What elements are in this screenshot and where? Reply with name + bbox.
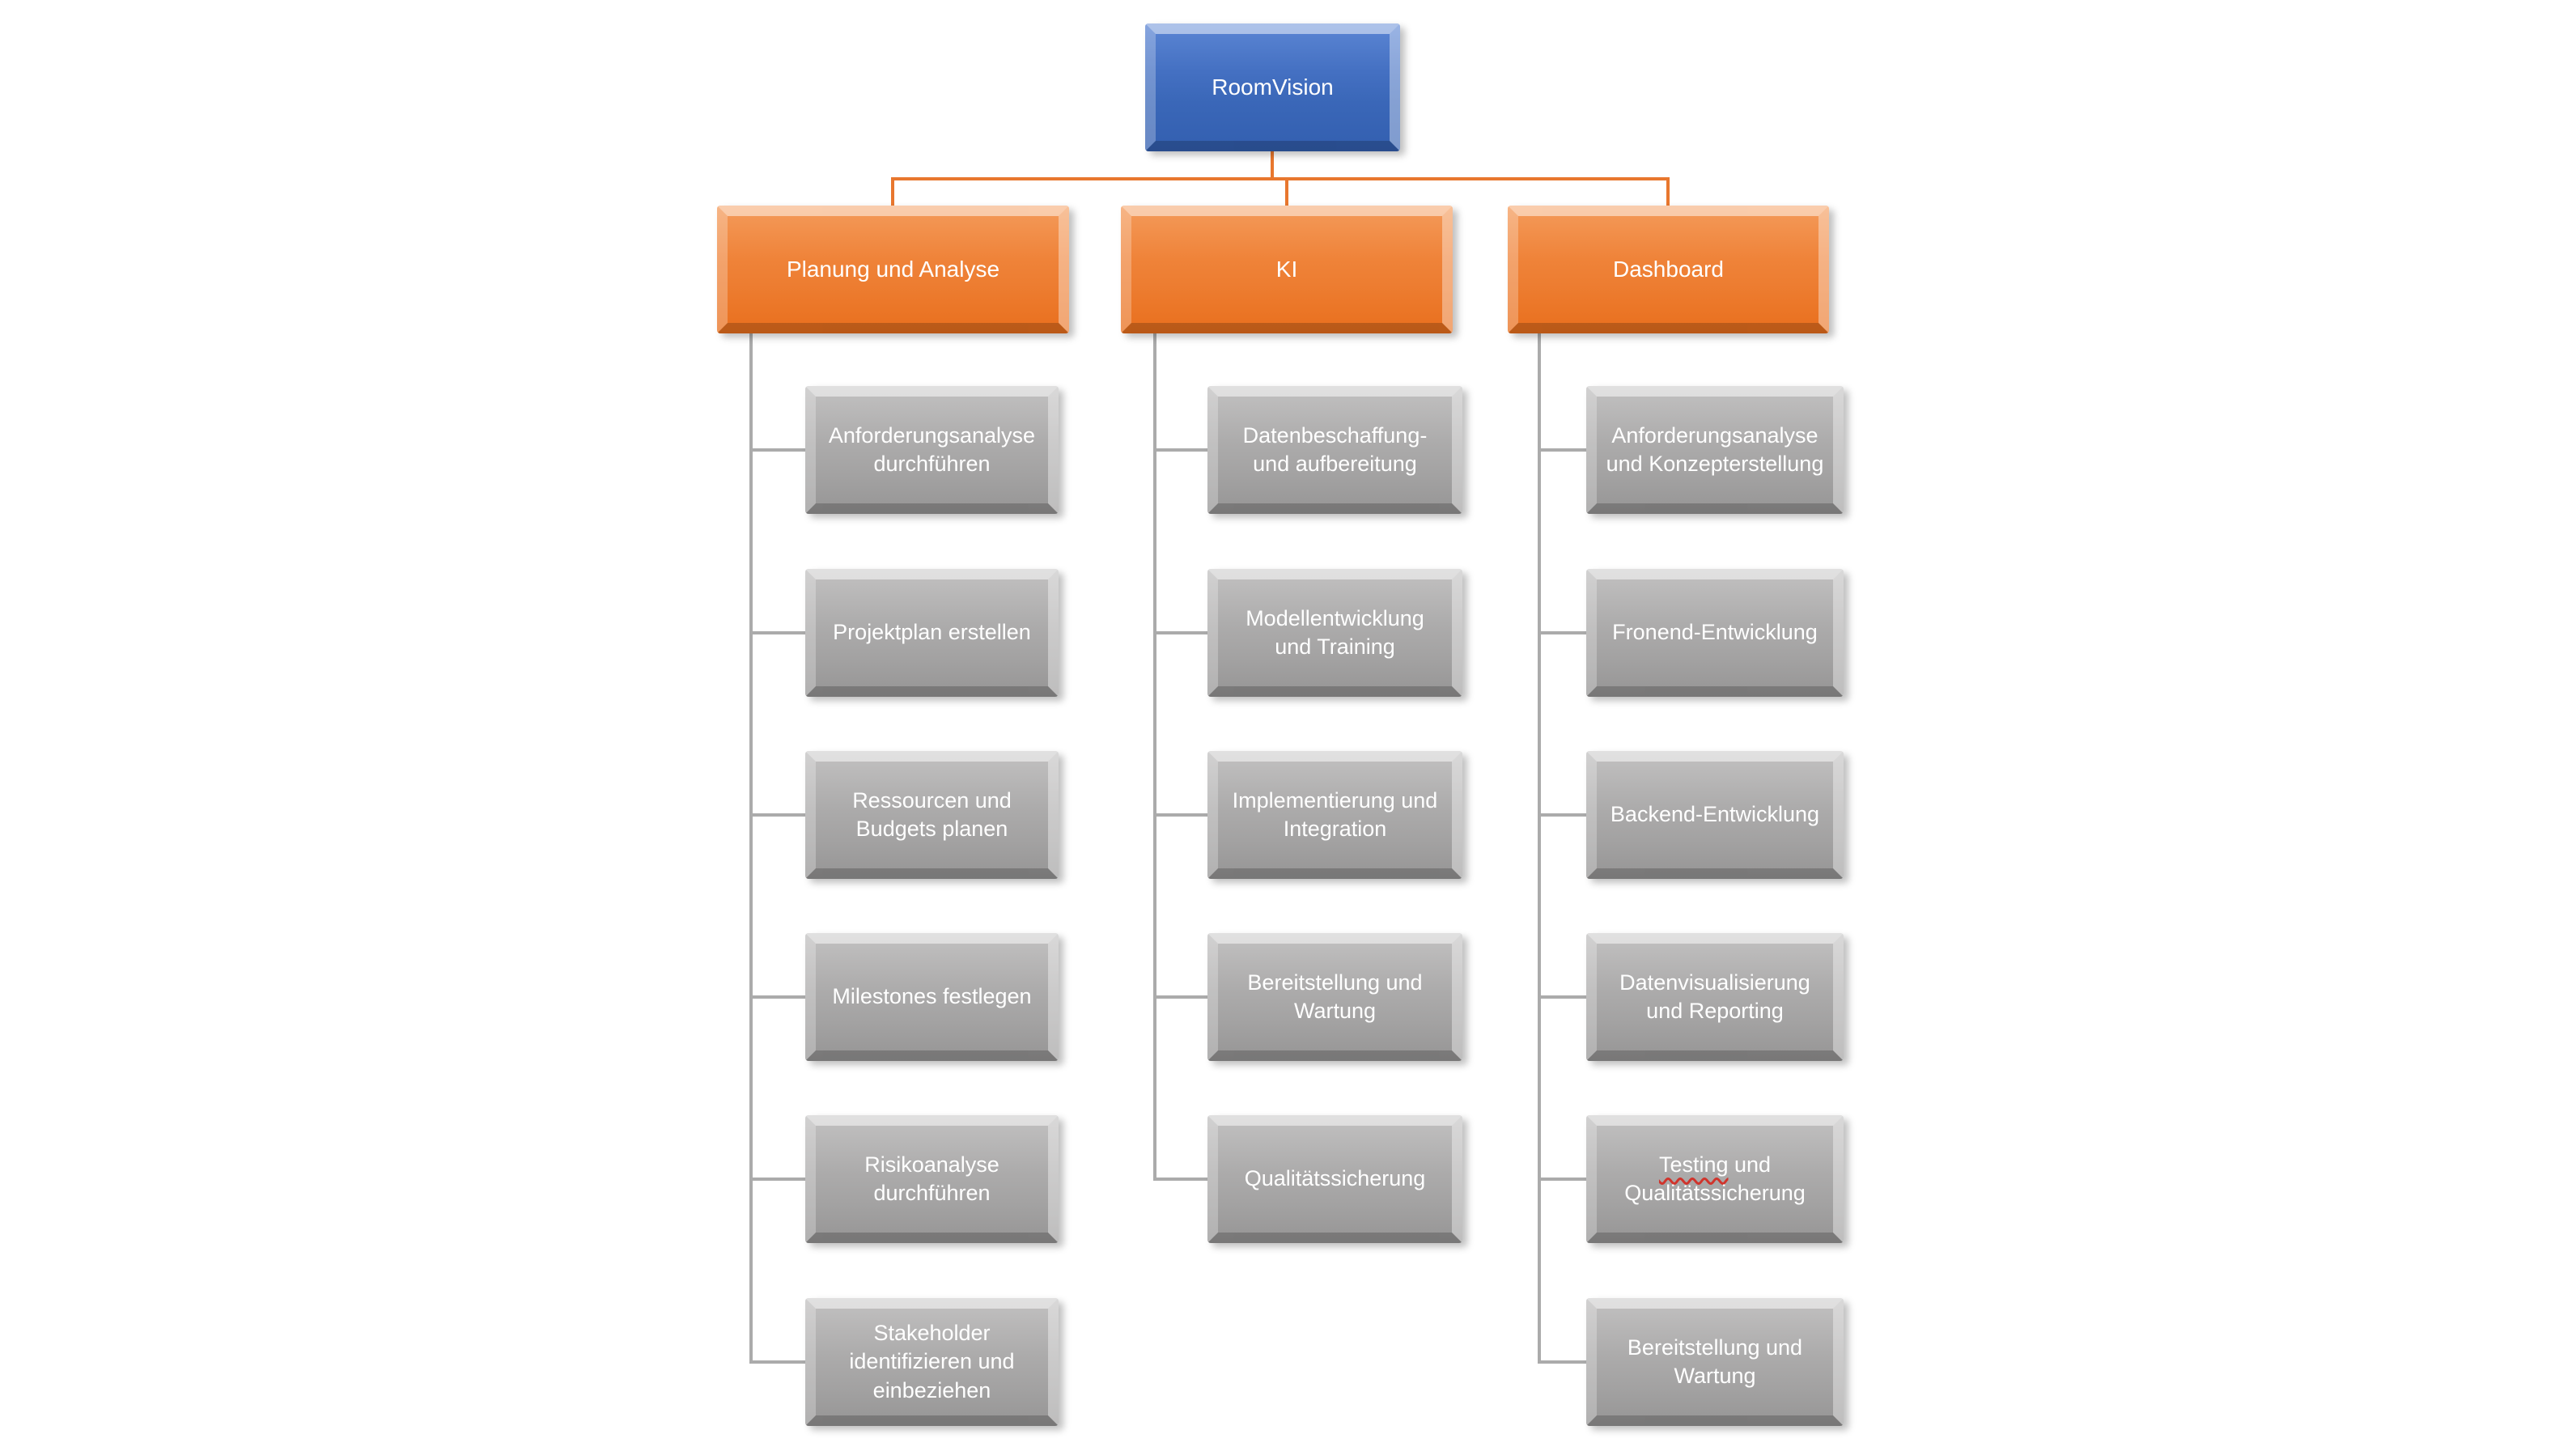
node-label: Backend-Entwicklung xyxy=(1610,802,1820,827)
stub-ki-5 xyxy=(1153,1178,1208,1181)
connector-drop-ki xyxy=(1285,177,1288,206)
node-label: Qualitätssicherung xyxy=(1244,1166,1426,1191)
rail-dashboard xyxy=(1538,333,1541,1364)
node-label: Planung und Analyse xyxy=(786,256,1000,282)
node-label: Ressourcen und Budgets planen xyxy=(852,787,1012,841)
node-roomvision[interactable]: RoomVision xyxy=(1145,23,1400,151)
node-label: KI xyxy=(1275,256,1298,282)
connector-drop-dashboard xyxy=(1666,177,1670,206)
stub-dashboard-5 xyxy=(1538,1178,1588,1181)
connector-branch-hbar xyxy=(891,177,1670,180)
node-modellentwicklung-und-training[interactable]: Modellentwicklung und Training xyxy=(1207,569,1462,697)
rail-planung xyxy=(749,333,753,1364)
node-planung-und-analyse[interactable]: Planung und Analyse xyxy=(717,206,1069,333)
node-label: Projektplan erstellen xyxy=(833,620,1031,645)
node-milestones-festlegen[interactable]: Milestones festlegen xyxy=(805,933,1059,1061)
stub-planung-1 xyxy=(749,448,806,452)
node-label: Stakeholder identifizieren und einbezieh… xyxy=(849,1321,1015,1402)
rail-ki xyxy=(1153,333,1156,1181)
node-label: Testing und Qualitätssicherung xyxy=(1613,1151,1817,1207)
node-stakeholder-identifizieren[interactable]: Stakeholder identifizieren und einbezieh… xyxy=(805,1298,1059,1426)
node-anforderungsanalyse-durchfuehren[interactable]: Anforderungsanalyse durchführen xyxy=(805,386,1059,514)
node-testing-und-qualitaetssicherung[interactable]: Testing und Qualitätssicherung xyxy=(1586,1115,1844,1243)
node-label: Anforderungsanalyse durchführen xyxy=(828,422,1036,476)
stub-dashboard-1 xyxy=(1538,448,1588,452)
node-ressourcen-und-budgets-planen[interactable]: Ressourcen und Budgets planen xyxy=(805,751,1059,879)
node-dashboard[interactable]: Dashboard xyxy=(1508,206,1829,333)
node-label: Bereitstellung und Wartung xyxy=(1627,1335,1803,1388)
node-bereitstellung-und-wartung-ki[interactable]: Bereitstellung und Wartung xyxy=(1207,933,1462,1061)
stub-dashboard-2 xyxy=(1538,631,1588,634)
node-qualitaetssicherung[interactable]: Qualitätssicherung xyxy=(1207,1115,1462,1243)
stub-planung-5 xyxy=(749,1178,806,1181)
node-label: Implementierung und Integration xyxy=(1232,787,1438,841)
stub-dashboard-6 xyxy=(1538,1360,1588,1364)
node-datenvisualisierung-und-reporting[interactable]: Datenvisualisierung und Reporting xyxy=(1586,933,1844,1061)
node-anforderungsanalyse-und-konzepterstellung[interactable]: Anforderungsanalyse und Konzepterstellun… xyxy=(1586,386,1844,514)
stub-planung-4 xyxy=(749,995,806,999)
stub-planung-3 xyxy=(749,813,806,817)
node-label: Anforderungsanalyse und Konzepterstellun… xyxy=(1606,422,1824,476)
node-datenbeschaffung-und-aufbereitung[interactable]: Datenbeschaffung- und aufbereitung xyxy=(1207,386,1462,514)
node-projektplan-erstellen[interactable]: Projektplan erstellen xyxy=(805,569,1059,697)
stub-ki-4 xyxy=(1153,995,1208,999)
stub-ki-1 xyxy=(1153,448,1208,452)
stub-planung-2 xyxy=(749,631,806,634)
node-label: RoomVision xyxy=(1212,74,1334,100)
node-label: Milestones festlegen xyxy=(832,984,1032,1009)
node-label: Datenvisualisierung und Reporting xyxy=(1619,970,1810,1023)
stub-dashboard-3 xyxy=(1538,813,1588,817)
node-label: Bereitstellung und Wartung xyxy=(1247,970,1423,1023)
node-label: Risikoanalyse durchführen xyxy=(864,1152,999,1205)
stub-ki-3 xyxy=(1153,813,1208,817)
node-fronend-entwicklung[interactable]: Fronend-Entwicklung xyxy=(1586,569,1844,697)
node-bereitstellung-und-wartung-dashboard[interactable]: Bereitstellung und Wartung xyxy=(1586,1298,1844,1426)
stub-dashboard-4 xyxy=(1538,995,1588,999)
node-implementierung-und-integration[interactable]: Implementierung und Integration xyxy=(1207,751,1462,879)
node-ki[interactable]: KI xyxy=(1121,206,1453,333)
stub-planung-6 xyxy=(749,1360,806,1364)
connector-drop-planung xyxy=(891,177,894,206)
node-backend-entwicklung[interactable]: Backend-Entwicklung xyxy=(1586,751,1844,879)
node-label: Dashboard xyxy=(1613,256,1724,282)
connector-root-feed xyxy=(1271,151,1274,180)
node-label: Datenbeschaffung- und aufbereitung xyxy=(1242,422,1428,476)
node-label: Fronend-Entwicklung xyxy=(1612,620,1818,645)
node-risikoanalyse-durchfuehren[interactable]: Risikoanalyse durchführen xyxy=(805,1115,1059,1243)
label-rest: und Qualitätssicherung xyxy=(1624,1152,1806,1205)
stub-ki-2 xyxy=(1153,631,1208,634)
misspelled-word: Testing xyxy=(1658,1152,1729,1177)
node-label: Modellentwicklung und Training xyxy=(1246,605,1424,659)
